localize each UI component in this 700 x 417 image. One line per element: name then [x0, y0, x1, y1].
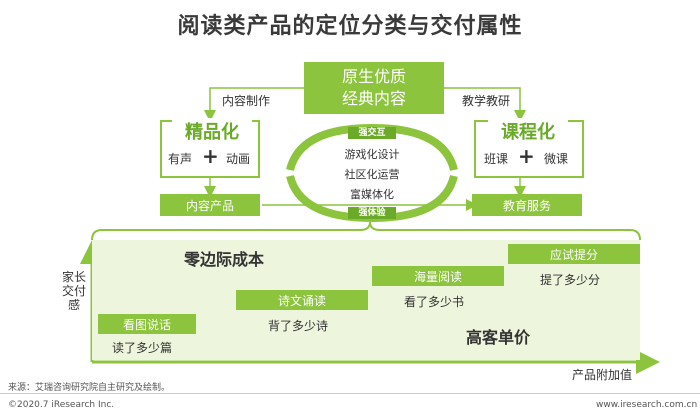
source-note: 来源：艾瑞咨询研究院自主研究及绘制。 — [8, 383, 171, 393]
right-item-b: 微课 — [544, 152, 569, 166]
center-bottom-tag: 强体验 — [348, 207, 396, 219]
step-1-box: 看图说话 — [98, 314, 196, 334]
arrow-top-to-left — [204, 87, 304, 122]
y-axis-label-line2: 交付 — [61, 284, 86, 298]
y-axis-label-line1: 家长 — [61, 270, 86, 284]
left-edge-label: 内容制作 — [222, 94, 271, 108]
step-4-sub: 提了多少分 — [540, 273, 601, 287]
copyright: ©2020.7 iResearch Inc. — [8, 400, 115, 410]
footer-divider — [0, 393, 700, 394]
center-item-1: 游戏化设计 — [344, 148, 400, 161]
arrow-top-to-right — [444, 87, 526, 122]
page-title: 阅读类产品的定位分类与交付属性 — [177, 14, 523, 39]
y-axis-label: 家长 交付 感 — [60, 270, 88, 312]
center-item-2: 社区化运营 — [344, 168, 400, 181]
left-output-box: 内容产品 — [160, 194, 260, 216]
center-item-3: 富媒体化 — [350, 188, 394, 201]
right-group-title: 课程化 — [488, 118, 568, 144]
website: www.iresearch.com.cn — [596, 400, 698, 410]
left-group-title: 精品化 — [172, 118, 252, 144]
right-plus-icon: + — [518, 144, 535, 168]
area-label-high-price: 高客单价 — [466, 328, 531, 347]
step-3-sub: 看了多少书 — [404, 295, 465, 309]
right-output-box: 教育服务 — [472, 194, 582, 216]
step-1-sub: 读了多少篇 — [112, 341, 173, 355]
center-top-tag: 强交互 — [348, 127, 396, 139]
right-edge-label: 教学教研 — [462, 94, 511, 108]
top-box-line2: 经典内容 — [341, 89, 406, 108]
left-item-a: 有声 — [168, 152, 193, 166]
area-label-zero-marginal-cost: 零边际成本 — [184, 250, 265, 269]
step-2-sub: 背了多少诗 — [268, 319, 329, 333]
step-4-box: 应试提分 — [508, 244, 640, 264]
top-content-box: 原生优质 经典内容 — [304, 62, 444, 114]
x-axis-label: 产品附加值 — [572, 368, 633, 382]
step-3-box: 海量阅读 — [372, 266, 504, 286]
y-axis-label-line3: 感 — [67, 298, 80, 312]
top-box-line1: 原生优质 — [341, 67, 406, 86]
left-plus-icon: + — [202, 144, 219, 168]
step-2-box: 诗文诵读 — [236, 290, 368, 310]
right-item-a: 班课 — [484, 152, 509, 166]
left-item-b: 动画 — [226, 152, 251, 166]
curly-brace — [91, 221, 641, 241]
